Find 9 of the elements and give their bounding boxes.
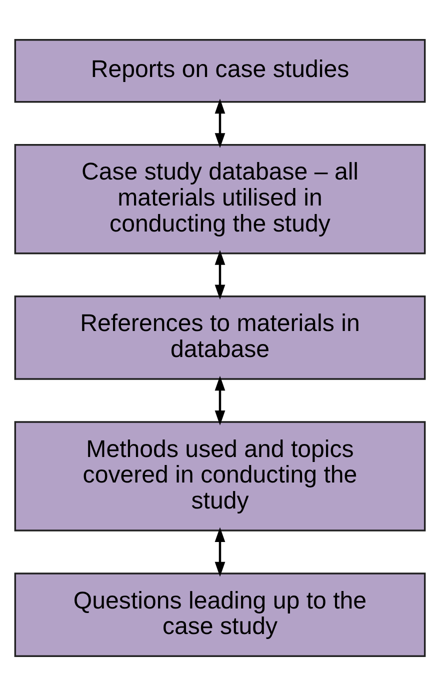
node-box: Methods used and topics covered in conducting the study <box>14 420 426 531</box>
arrow <box>214 375 226 425</box>
arrow <box>214 250 226 300</box>
arrow <box>214 526 226 576</box>
node-box: References to materials in database <box>14 295 426 380</box>
node-box: Reports on case studies <box>14 38 426 102</box>
node-box: Questions leading up to the case study <box>14 572 426 656</box>
node-box: Case study database – all materials utilised in conducting the study <box>14 144 426 254</box>
arrow <box>214 98 226 148</box>
